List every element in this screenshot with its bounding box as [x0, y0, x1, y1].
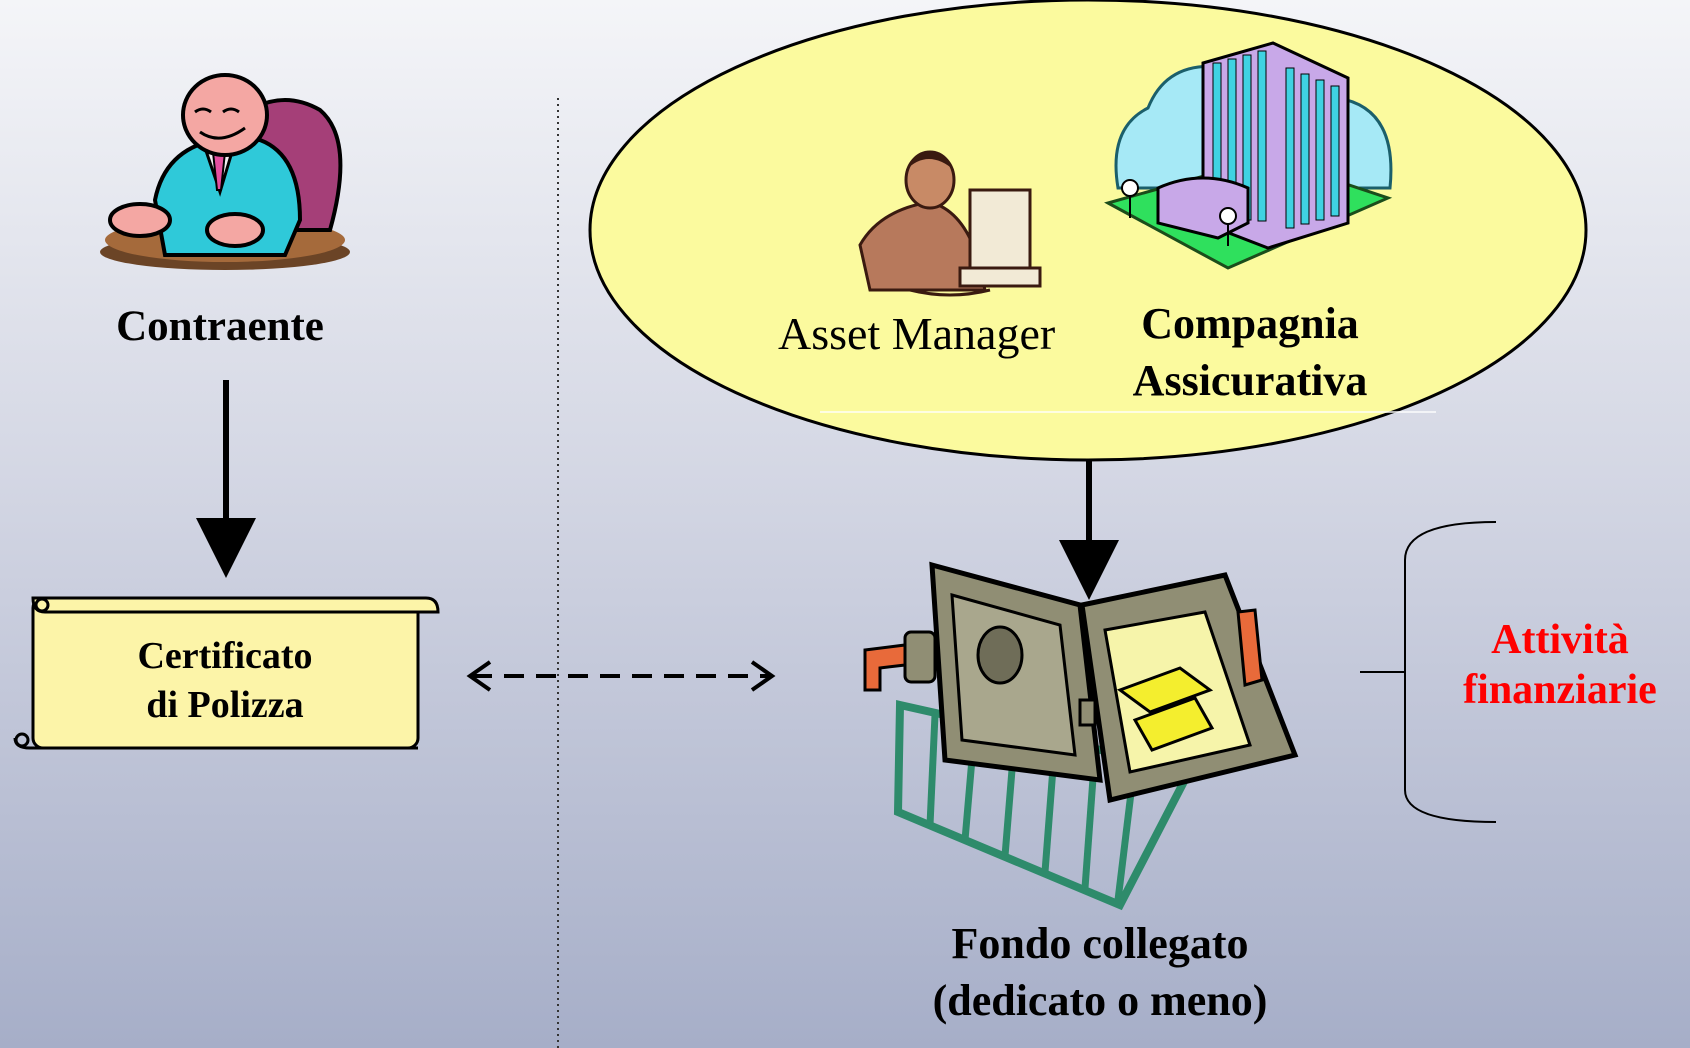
certificato-line2: di Polizza	[146, 684, 304, 727]
fondo-line2: (dedicato o meno)	[932, 976, 1268, 1026]
certificato-line1: Certificato	[137, 635, 313, 677]
safe-with-gold-icon	[863, 561, 1299, 911]
assets-bracket	[1360, 521, 1497, 823]
compagnia-line1: Compagnia	[1141, 299, 1359, 348]
compagnia-line2: Assicurativa	[1132, 356, 1368, 406]
office-building-icon	[1104, 41, 1393, 270]
attivita-label: Attività finanziarie	[1430, 615, 1690, 716]
asset-manager-label: Asset Manager	[778, 308, 1056, 359]
dashed-bidirectional-arrow	[466, 660, 776, 692]
fondo-line1: Fondo collegato	[951, 919, 1249, 968]
certificato-label: Certificato di Polizza	[60, 632, 390, 731]
scroll-icon	[13, 596, 440, 750]
businessman-icon	[100, 73, 350, 270]
compagnia-label: Compagnia Assicurativa	[1100, 295, 1400, 409]
company-group-ellipse	[588, 0, 1588, 462]
fondo-label: Fondo collegato (dedicato o meno)	[880, 915, 1320, 1029]
attivita-line1: Attività	[1491, 617, 1629, 663]
manager-at-computer-icon	[858, 150, 1042, 297]
contraente-label: Contraente	[116, 303, 324, 350]
attivita-line2: finanziarie	[1463, 667, 1657, 714]
